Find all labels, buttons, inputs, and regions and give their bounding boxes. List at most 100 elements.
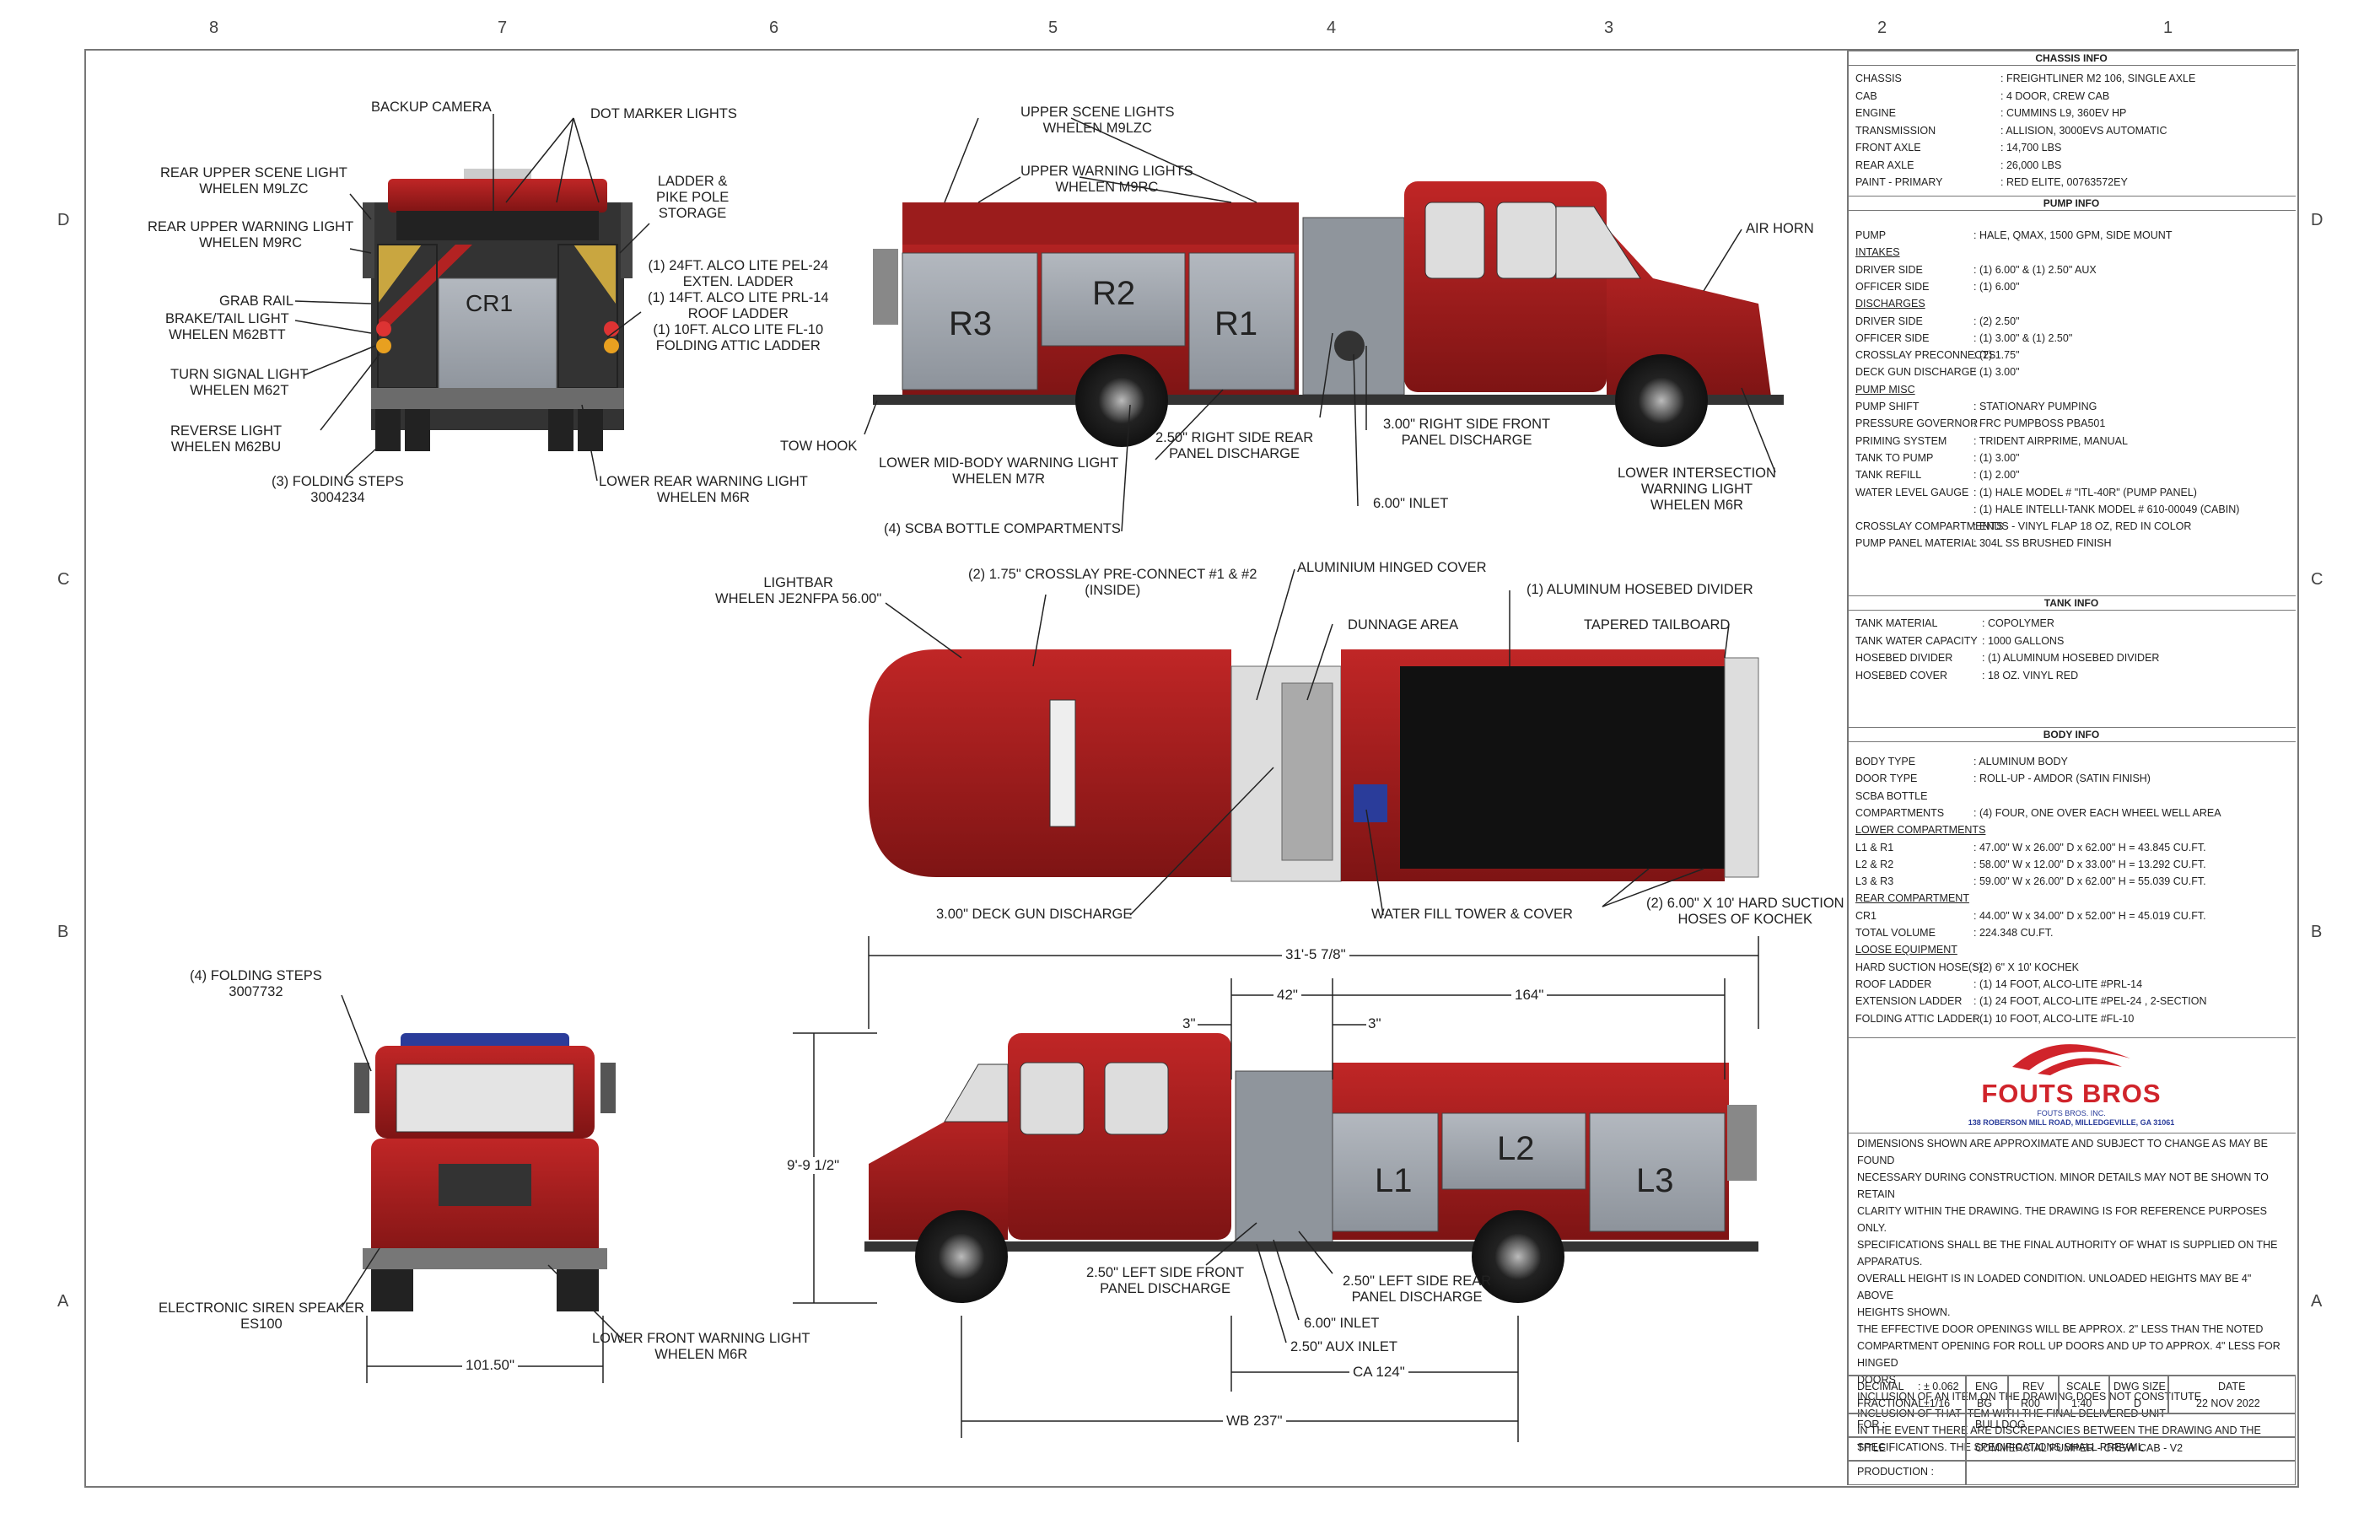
spec-key: LOWER COMPARTMENTS xyxy=(1855,824,1986,837)
spec-key: DRIVER SIDE xyxy=(1855,315,1923,327)
spec-key: CAB xyxy=(1855,89,1877,102)
tank-info-title: TANK INFO xyxy=(1847,595,2296,611)
label-lightbar: LIGHTBAR WHELEN JE2NFPA 56.00" xyxy=(715,575,882,606)
note-line: OVERALL HEIGHT IS IN LOADED CONDITION. U… xyxy=(1857,1273,2252,1301)
spec-key: REAR AXLE xyxy=(1855,159,1914,171)
leader-lines xyxy=(294,114,1776,1343)
label-right-front-discharge: 3.00" RIGHT SIDE FRONT PANEL DISCHARGE xyxy=(1383,417,1551,448)
label-left-rear-discharge: 2.50" LEFT SIDE REAR PANEL DISCHARGE xyxy=(1343,1273,1492,1305)
zone-side-d-left: D xyxy=(57,211,70,229)
spec-value: : 44.00" W x 34.00" D x 52.00" H = 45.01… xyxy=(1973,909,2206,922)
note-line: INCLUSION OF AN ITEM ON THE DRAWING DOES… xyxy=(1857,1391,2202,1403)
spec-key: SCBA BOTTLE xyxy=(1855,789,1928,802)
spec-value: : (1) 6.00" & (1) 2.50" AUX xyxy=(1973,263,2097,276)
dim-3-right: 3" xyxy=(1368,1015,1381,1031)
date-value: 22 NOV 2022 xyxy=(2196,1397,2260,1409)
zone-top-1: 1 xyxy=(2163,19,2173,37)
spec-value: : (1) 3.00" xyxy=(1973,451,2020,464)
spec-value: : FREIGHTLINER M2 106, SINGLE AXLE xyxy=(2000,73,2196,84)
spec-value: : 4 DOOR, CREW CAB xyxy=(2000,89,2110,102)
pump-info-section: PUMP INFO PUMP: HALE, QMAX, 1500 GPM, SI… xyxy=(1847,196,2296,592)
label-folding-steps-front: (4) FOLDING STEPS 3007732 xyxy=(190,968,322,999)
for-value: BULLDOG xyxy=(1975,1419,2026,1430)
label-dot-marker-lights: DOT MARKER LIGHTS xyxy=(590,106,737,121)
note-line: IN THE EVENT THERE ARE DISCREPANCIES BET… xyxy=(1857,1424,2261,1436)
spec-key: CROSSLAY COMPARTMENTS xyxy=(1855,520,2004,533)
spec-key: TANK WATER CAPACITY xyxy=(1855,634,1978,647)
scale-label: SCALE xyxy=(2066,1381,2101,1392)
spec-key: CROSSLAY PRECONNECTS xyxy=(1855,349,1996,362)
label-turn-signal: TURN SIGNAL LIGHT WHELEN M62T xyxy=(170,367,309,398)
spec-value: : (1) 3.00" xyxy=(1973,366,2020,379)
zone-side-c-right: C xyxy=(2311,570,2323,589)
spec-panel xyxy=(1847,49,2297,1484)
label-aux-inlet: 2.50" AUX INLET xyxy=(1290,1339,1397,1354)
spec-key: HOSEBED COVER xyxy=(1855,669,1948,681)
zone-side-a-left: A xyxy=(57,1292,69,1311)
top-view-drawing xyxy=(869,649,1759,882)
spec-key: INTAKES xyxy=(1855,246,1900,259)
truck-drawings xyxy=(294,114,1784,1442)
spec-value: : ROLL-UP - AMDOR (SATIN FINISH) xyxy=(1973,773,2151,785)
spec-value: : (1) 6.00" xyxy=(1973,280,2020,293)
logo-company: FOUTS BROS. INC. xyxy=(2037,1109,2106,1117)
spec-key: REAR COMPARTMENT xyxy=(1855,892,1969,905)
spec-key: PAINT - PRIMARY xyxy=(1855,176,1943,188)
compartment-l2: L2 xyxy=(1497,1130,1535,1167)
compartment-cr1: CR1 xyxy=(466,290,514,316)
spec-key: OFFICER SIDE xyxy=(1855,331,1930,344)
zone-top-4: 4 xyxy=(1327,19,1337,37)
spec-key: HARD SUCTION HOSE(S) xyxy=(1855,961,1983,973)
spec-value: : HALE, QMAX, 1500 GPM, SIDE MOUNT xyxy=(1973,229,2173,241)
label-inlet-right: 6.00" INLET xyxy=(1373,496,1449,511)
label-backup-camera: BACKUP CAMERA xyxy=(371,100,492,115)
pump-info-title: PUMP INFO xyxy=(1847,196,2296,211)
spec-key: DISCHARGES xyxy=(1855,298,1925,310)
fouts-bros-swoosh-icon xyxy=(2012,1044,2130,1075)
note-line: APPARATUS. xyxy=(1857,1256,1923,1268)
spec-key: PRESSURE GOVERNOR xyxy=(1855,417,1979,430)
drawing-border xyxy=(84,49,2299,1488)
body-info-title: BODY INFO xyxy=(1847,727,2296,742)
note-line: SPECIFICATIONS. THE SPECIFICATIONS SHALL… xyxy=(1857,1441,2144,1453)
label-lower-mid-body-warning: LOWER MID-BODY WARNING LIGHT WHELEN M7R xyxy=(879,455,1119,487)
spec-key: ENGINE xyxy=(1855,107,1896,119)
dim-overall-height: 9'-9 1/2" xyxy=(784,1157,843,1174)
spec-value: : RED ELITE, 00763572EY xyxy=(2000,176,2128,188)
right-side-view-drawing xyxy=(873,181,1784,447)
label-left-front-discharge: 2.50" LEFT SIDE FRONT PANEL DISCHARGE xyxy=(1086,1265,1245,1296)
spec-value: : (1) 3.00" & (1) 2.50" xyxy=(1973,331,2073,344)
compartment-l3: L3 xyxy=(1636,1162,1674,1199)
spec-value: : (2) 2.50" xyxy=(1973,315,2020,327)
spec-key: L2 & R2 xyxy=(1855,858,1894,870)
spec-value: : TRIDENT AIRPRIME, MANUAL xyxy=(1973,434,2128,447)
spec-key: PRIMING SYSTEM xyxy=(1855,434,1947,447)
label-right-rear-discharge: 2.50" RIGHT SIDE REAR PANEL DISCHARGE xyxy=(1155,430,1314,461)
zone-top-5: 5 xyxy=(1048,19,1058,37)
zone-top-8: 8 xyxy=(209,19,219,37)
note-line: HEIGHTS SHOWN. xyxy=(1857,1306,1951,1318)
spec-value: : (1) HALE INTELLI-TANK MODEL # 610-0004… xyxy=(1973,503,2240,515)
spec-value: : 18 OZ. VINYL RED xyxy=(1982,669,2079,681)
left-side-view-drawing xyxy=(864,1033,1758,1303)
label-tow-hook: TOW HOOK xyxy=(780,439,858,454)
spec-key: L3 & R3 xyxy=(1855,875,1894,888)
label-crosslay: (2) 1.75" CROSSLAY PRE-CONNECT #1 & #2 (… xyxy=(968,567,1257,598)
label-scba-compartments: (4) SCBA BOTTLE COMPARTMENTS xyxy=(884,521,1121,536)
label-lower-front-warning: LOWER FRONT WARNING LIGHT WHELEN M6R xyxy=(592,1331,810,1362)
compartment-r3: R3 xyxy=(949,305,993,342)
compartment-l1: L1 xyxy=(1375,1162,1413,1199)
zone-side-a-right: A xyxy=(2311,1292,2323,1311)
spec-value: : ENDS - VINYL FLAP 18 OZ, RED IN COLOR xyxy=(1973,520,2192,533)
spec-key: FRONT AXLE xyxy=(1855,142,1921,153)
note-line: SPECIFICATIONS SHALL BE THE FINAL AUTHOR… xyxy=(1857,1239,2278,1251)
label-inlet-left: 6.00" INLET xyxy=(1304,1316,1380,1331)
label-brake-tail-light: BRAKE/TAIL LIGHT WHELEN M62BTT xyxy=(165,311,289,342)
spec-key: HOSEBED DIVIDER xyxy=(1855,652,1953,664)
spec-value: : (1) 24 FOOT, ALCO-LITE #PEL-24 , 2-SEC… xyxy=(1973,995,2207,1008)
label-ladders: (1) 24FT. ALCO LITE PEL-24 EXTEN. LADDER… xyxy=(648,258,829,353)
decimal-label: DECIMAL xyxy=(1857,1381,1904,1392)
label-air-horn: AIR HORN xyxy=(1746,221,1814,236)
